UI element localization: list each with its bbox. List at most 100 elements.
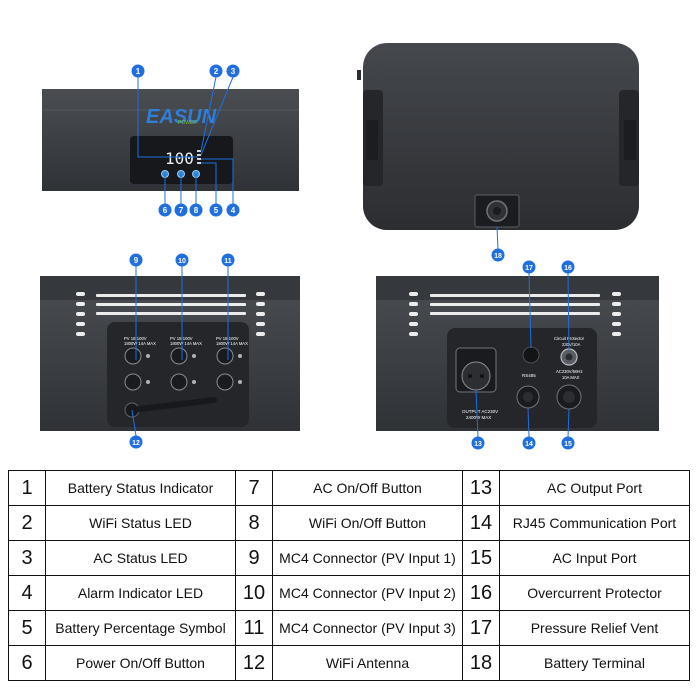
legend-number: 8: [235, 505, 273, 541]
legend-number: 16: [462, 575, 500, 611]
ac-output-port: OUTPUT AC230V 2400W MAX: [455, 347, 498, 420]
legend-label: Alarm Indicator LED: [45, 575, 236, 611]
legend-label: MC4 Connector (PV Input 3): [272, 610, 463, 646]
pv-input-2: PV 18-100V 1800W 14A MAX: [170, 336, 202, 391]
legend-number: 10: [235, 575, 273, 611]
pv1-label-line2: 1800W 14A MAX: [124, 341, 156, 346]
display-panel: [130, 136, 233, 184]
callout-9: 9: [129, 253, 143, 267]
legend-label: Pressure Relief Vent: [499, 610, 690, 646]
legend-number: 2: [8, 505, 46, 541]
legend-label: Battery Status Indicator: [45, 470, 236, 506]
brand-logo: EASUN: [146, 106, 217, 128]
callout-12: 12: [129, 435, 143, 449]
legend-label: AC On/Off Button: [272, 470, 463, 506]
status-indicator-dots: [197, 150, 201, 164]
svg-text:16: 16: [564, 265, 572, 272]
callout-18: 18: [491, 248, 505, 262]
pv3-connector-a: [216, 347, 234, 365]
legend-label: MC4 Connector (PV Input 2): [272, 575, 463, 611]
callout-11: 11: [221, 253, 235, 267]
callout-6: 6: [158, 203, 172, 217]
pv3-connector-b: [216, 373, 234, 391]
battery-percentage-display: 100: [165, 149, 194, 168]
legend-row: 2 WiFi Status LED 8 WiFi On/Off Button 1…: [8, 505, 690, 541]
legend-label: WiFi Antenna: [272, 645, 463, 681]
legend-number: 13: [462, 470, 500, 506]
legend-row: 6 Power On/Off Button 12 WiFi Antenna 18…: [8, 645, 690, 681]
svg-text:4: 4: [231, 206, 236, 215]
svg-text:3: 3: [231, 67, 236, 76]
callout-16: 16: [561, 260, 575, 274]
pv2-label-line1: PV 18-100V: [170, 336, 193, 341]
callout-14: 14: [522, 436, 536, 450]
svg-text:18: 18: [494, 253, 502, 260]
pv2-label-line2: 1800W 14A MAX: [170, 341, 202, 346]
pv3-label-line1: PV 18-100V: [216, 336, 239, 341]
legend-row: 3 AC Status LED 9 MC4 Connector (PV Inpu…: [8, 540, 690, 576]
pressure-relief-vent: [522, 346, 540, 364]
vent-grille-left: [76, 292, 265, 336]
product-diagram: EASUN POWER 100: [40, 43, 659, 450]
svg-text:5: 5: [214, 206, 219, 215]
svg-text:13: 13: [474, 441, 482, 448]
pv1-connector-b: [124, 373, 142, 391]
output-label-line2: 2400W MAX: [466, 415, 491, 420]
output-label-line1: OUTPUT AC230V: [462, 409, 498, 414]
front-view: EASUN POWER 100: [42, 89, 299, 191]
legend-number: 12: [235, 645, 273, 681]
callout-8: 8: [189, 203, 203, 217]
top-view: [357, 43, 639, 230]
legend-number: 3: [8, 540, 46, 576]
svg-text:17: 17: [525, 265, 533, 272]
callout-3: 3: [226, 64, 240, 78]
acin-label-line2: 10A MAX: [562, 375, 580, 380]
callout-10: 10: [175, 253, 189, 267]
callout-7: 7: [174, 203, 188, 217]
circuit-label-line2: 230V/10A: [562, 342, 581, 347]
legend-label: AC Status LED: [45, 540, 236, 576]
legend-number: 9: [235, 540, 273, 576]
legend-number: 7: [235, 470, 273, 506]
svg-text:9: 9: [134, 256, 139, 265]
legend-label: Overcurrent Protector: [499, 575, 690, 611]
callout-markers: 1 2 3 4 5 6 7 8 9 10 11 12 13 14 15 16 1…: [129, 64, 575, 450]
pv-input-1: PV 18-100V 1800W 14A MAX: [124, 336, 156, 391]
legend-label: WiFi Status LED: [45, 505, 236, 541]
legend-row: 4 Alarm Indicator LED 10 MC4 Connector (…: [8, 575, 690, 611]
callout-4: 4: [226, 203, 240, 217]
legend-table: 1 Battery Status Indicator 7 AC On/Off B…: [8, 470, 690, 681]
brand-logo-sub: POWER: [178, 120, 197, 126]
rs485-label: RS485: [522, 373, 536, 378]
legend-number: 15: [462, 540, 500, 576]
legend-number: 17: [462, 610, 500, 646]
callout-1: 1: [131, 64, 145, 78]
legend-label: AC Output Port: [499, 470, 690, 506]
acin-label-line1: AC230V/50Hz: [556, 369, 583, 374]
legend-number: 5: [8, 610, 46, 646]
pv3-label-line2: 1800W 14A MAX: [216, 341, 248, 346]
legend-label: RJ45 Communication Port: [499, 505, 690, 541]
svg-text:11: 11: [224, 258, 232, 265]
svg-text:8: 8: [194, 206, 199, 215]
legend-row: 5 Battery Percentage Symbol 11 MC4 Conne…: [8, 610, 690, 646]
legend-label: Battery Percentage Symbol: [45, 610, 236, 646]
back-view-ac: OUTPUT AC230V 2400W MAX RS485 Circuit Pr…: [376, 276, 659, 431]
pv1-connector-a: [124, 347, 142, 365]
legend-number: 4: [8, 575, 46, 611]
pv2-connector-b: [170, 373, 188, 391]
svg-text:14: 14: [525, 441, 533, 448]
pv2-connector-a: [170, 347, 188, 365]
legend-label: Power On/Off Button: [45, 645, 236, 681]
svg-text:10: 10: [178, 258, 186, 265]
legend-number: 6: [8, 645, 46, 681]
legend-number: 14: [462, 505, 500, 541]
vent-grille-right: [409, 292, 621, 336]
legend-label: Battery Terminal: [499, 645, 690, 681]
callout-2: 2: [209, 64, 223, 78]
svg-text:15: 15: [564, 441, 572, 448]
legend-label: AC Input Port: [499, 540, 690, 576]
svg-text:2: 2: [214, 67, 219, 76]
back-view-pv: PV 18-100V 1800W 14A MAX PV 18-100V 1800…: [40, 276, 300, 431]
callout-13: 13: [471, 436, 485, 450]
